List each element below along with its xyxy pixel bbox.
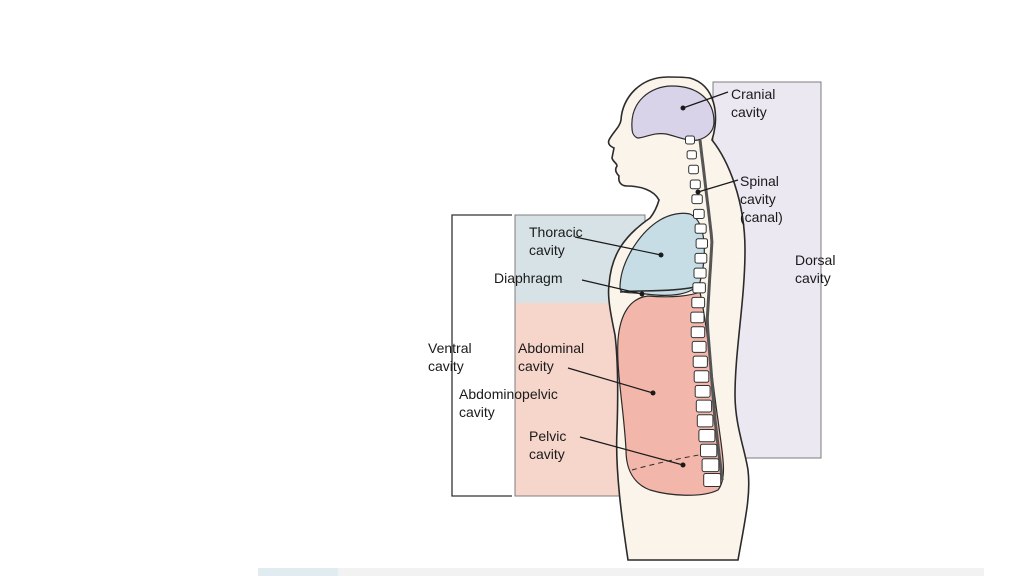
vertebra (691, 194, 703, 205)
spinal-column (685, 135, 724, 487)
vertebra (694, 252, 708, 264)
thoracic-leader (574, 236, 662, 256)
diaphragm-dot (639, 291, 645, 297)
vertebra (688, 164, 699, 175)
vertebra (686, 150, 697, 160)
vertebra (693, 370, 710, 383)
vertebra (691, 296, 706, 309)
vertebra (692, 282, 706, 294)
thoracic-dot (658, 252, 664, 258)
vertebra (691, 340, 707, 353)
vertebra (693, 267, 707, 279)
vertebra (692, 355, 708, 368)
vertebra (685, 135, 695, 145)
abdominopelvic-cavity-label: Abdominopelvic cavity (459, 386, 562, 420)
dorsal-cavity-label: Dorsal cavity (795, 252, 839, 286)
vertebra (694, 223, 707, 234)
ventral-cavity-bracket (451, 214, 512, 497)
vertebra (694, 385, 711, 398)
vertebra (693, 208, 705, 219)
cranial-dot (680, 105, 686, 111)
spinal-dot (695, 189, 701, 195)
vertebra (696, 414, 714, 428)
abdominal-cavity-label: Abdominal cavity (518, 340, 588, 374)
ventral-cavity-label: Ventral cavity (428, 340, 475, 374)
vertebra (695, 238, 708, 249)
cranial-leader (682, 91, 729, 109)
vertebra (690, 311, 705, 324)
cranial-cavity (631, 85, 715, 141)
spinal-canal (698, 139, 724, 481)
pelvic-cavity-label: Pelvic cavity (529, 428, 570, 462)
diaphragm-leader (581, 279, 643, 295)
spinal-leader (697, 179, 739, 193)
vertebra (701, 458, 720, 473)
cranial-cavity-label: Cranial cavity (731, 86, 779, 120)
leader-lines (567, 91, 739, 468)
abdominal-dot (650, 390, 656, 396)
vertebra (698, 429, 716, 443)
pelvic-leader (579, 436, 684, 466)
vertebra (689, 179, 701, 190)
vertebra (703, 473, 722, 487)
vertebra (690, 326, 706, 339)
spinal-cavity-label: Spinal cavity (canal) (740, 173, 783, 225)
pelvic-dot (680, 462, 686, 468)
caption-strip (258, 568, 984, 576)
vertebra (695, 399, 713, 413)
vertebra (700, 443, 718, 458)
diaphragm-label: Diaphragm (494, 270, 562, 286)
thoracic-cavity-label: Thoracic cavity (529, 224, 587, 258)
abdominal-leader (567, 367, 654, 394)
